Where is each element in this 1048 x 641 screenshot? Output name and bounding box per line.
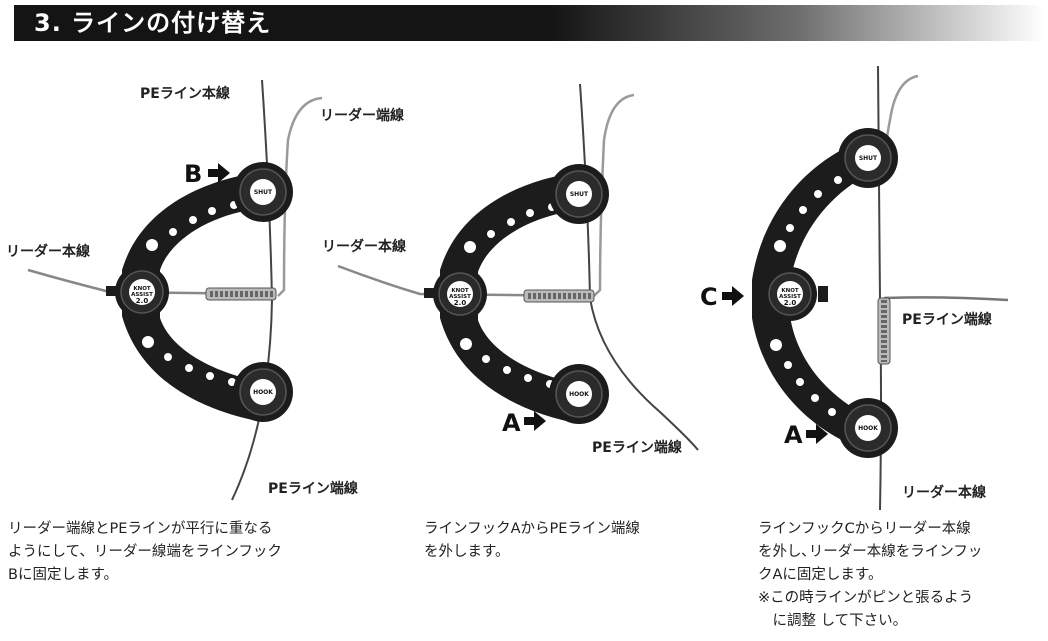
knot-text-2: ASSIST	[779, 294, 801, 300]
knot-text-3: 2.0	[454, 299, 467, 307]
pe-end-line	[883, 296, 1009, 302]
shut-text-b: SHUT	[570, 191, 589, 198]
arrow-letter-c: C	[700, 283, 718, 311]
knot-text-1: KNOT	[451, 288, 469, 294]
arrow-letter-a: A	[502, 409, 521, 437]
label-pe-end: PEライン端線	[268, 480, 358, 497]
hook-text-a: HOOK	[858, 425, 878, 432]
arrow-letter-b: B	[184, 160, 202, 188]
shut-text-b: SHUT	[254, 189, 273, 196]
panel-3-caption: ラインフックCからリーダー本線 を外し､リーダー本線をラインフッ クAに固定しま…	[758, 521, 983, 629]
leader-end-line	[593, 93, 635, 297]
label-leader-main: リーダー本線	[902, 484, 986, 501]
shut-text-b: SHUT	[859, 155, 878, 162]
hook-text-a: HOOK	[253, 389, 273, 396]
section-title: 3. ラインの付け替え	[34, 9, 272, 37]
leader-end-line	[277, 96, 323, 297]
knot-text-1: KNOT	[133, 286, 151, 292]
hook-text-a: HOOK	[569, 391, 589, 398]
knot-text-2: ASSIST	[131, 292, 153, 298]
arrow-letter-a: A	[784, 421, 803, 449]
label-pe-end: PEライン端線	[592, 439, 682, 456]
label-pe-main: PEライン本線	[140, 85, 230, 102]
panel-1-caption: リーダー端線とPEラインが平行に重なる ようにして、リーダー線端をラインフック …	[8, 521, 282, 583]
panel-3-diagram: KNOT ASSIST 2.0 SHUT HOOK PEライン端線 リーダー本線…	[700, 65, 1009, 511]
knot-text-1: KNOT	[781, 288, 799, 294]
label-leader-end: リーダー端線	[320, 107, 404, 124]
knot-text-3: 2.0	[136, 297, 149, 305]
panel-2-caption: ラインフックAからPEライン端線 を外します。	[424, 521, 640, 560]
label-pe-end: PEライン端線	[902, 311, 992, 328]
knot-text-2: ASSIST	[449, 294, 471, 300]
device-body	[440, 172, 580, 424]
knot-text-3: 2.0	[784, 299, 797, 307]
label-leader-main: リーダー本線	[322, 238, 406, 255]
arrow-right-icon	[722, 286, 744, 306]
label-leader-main: リーダー本線	[6, 243, 90, 260]
device-body	[752, 138, 872, 448]
device-body	[122, 172, 262, 422]
section-header: 3. ラインの付け替え	[14, 5, 1044, 41]
leader-main-line	[337, 264, 595, 298]
panel-1-diagram: KNOT ASSIST 2.0 SHUT HOOK PEライン本線 リーダー端線…	[6, 79, 404, 501]
panel-2-diagram: KNOT ASSIST 2.0 SHUT HOOK リーダー本線 PEライン端線…	[322, 83, 699, 456]
